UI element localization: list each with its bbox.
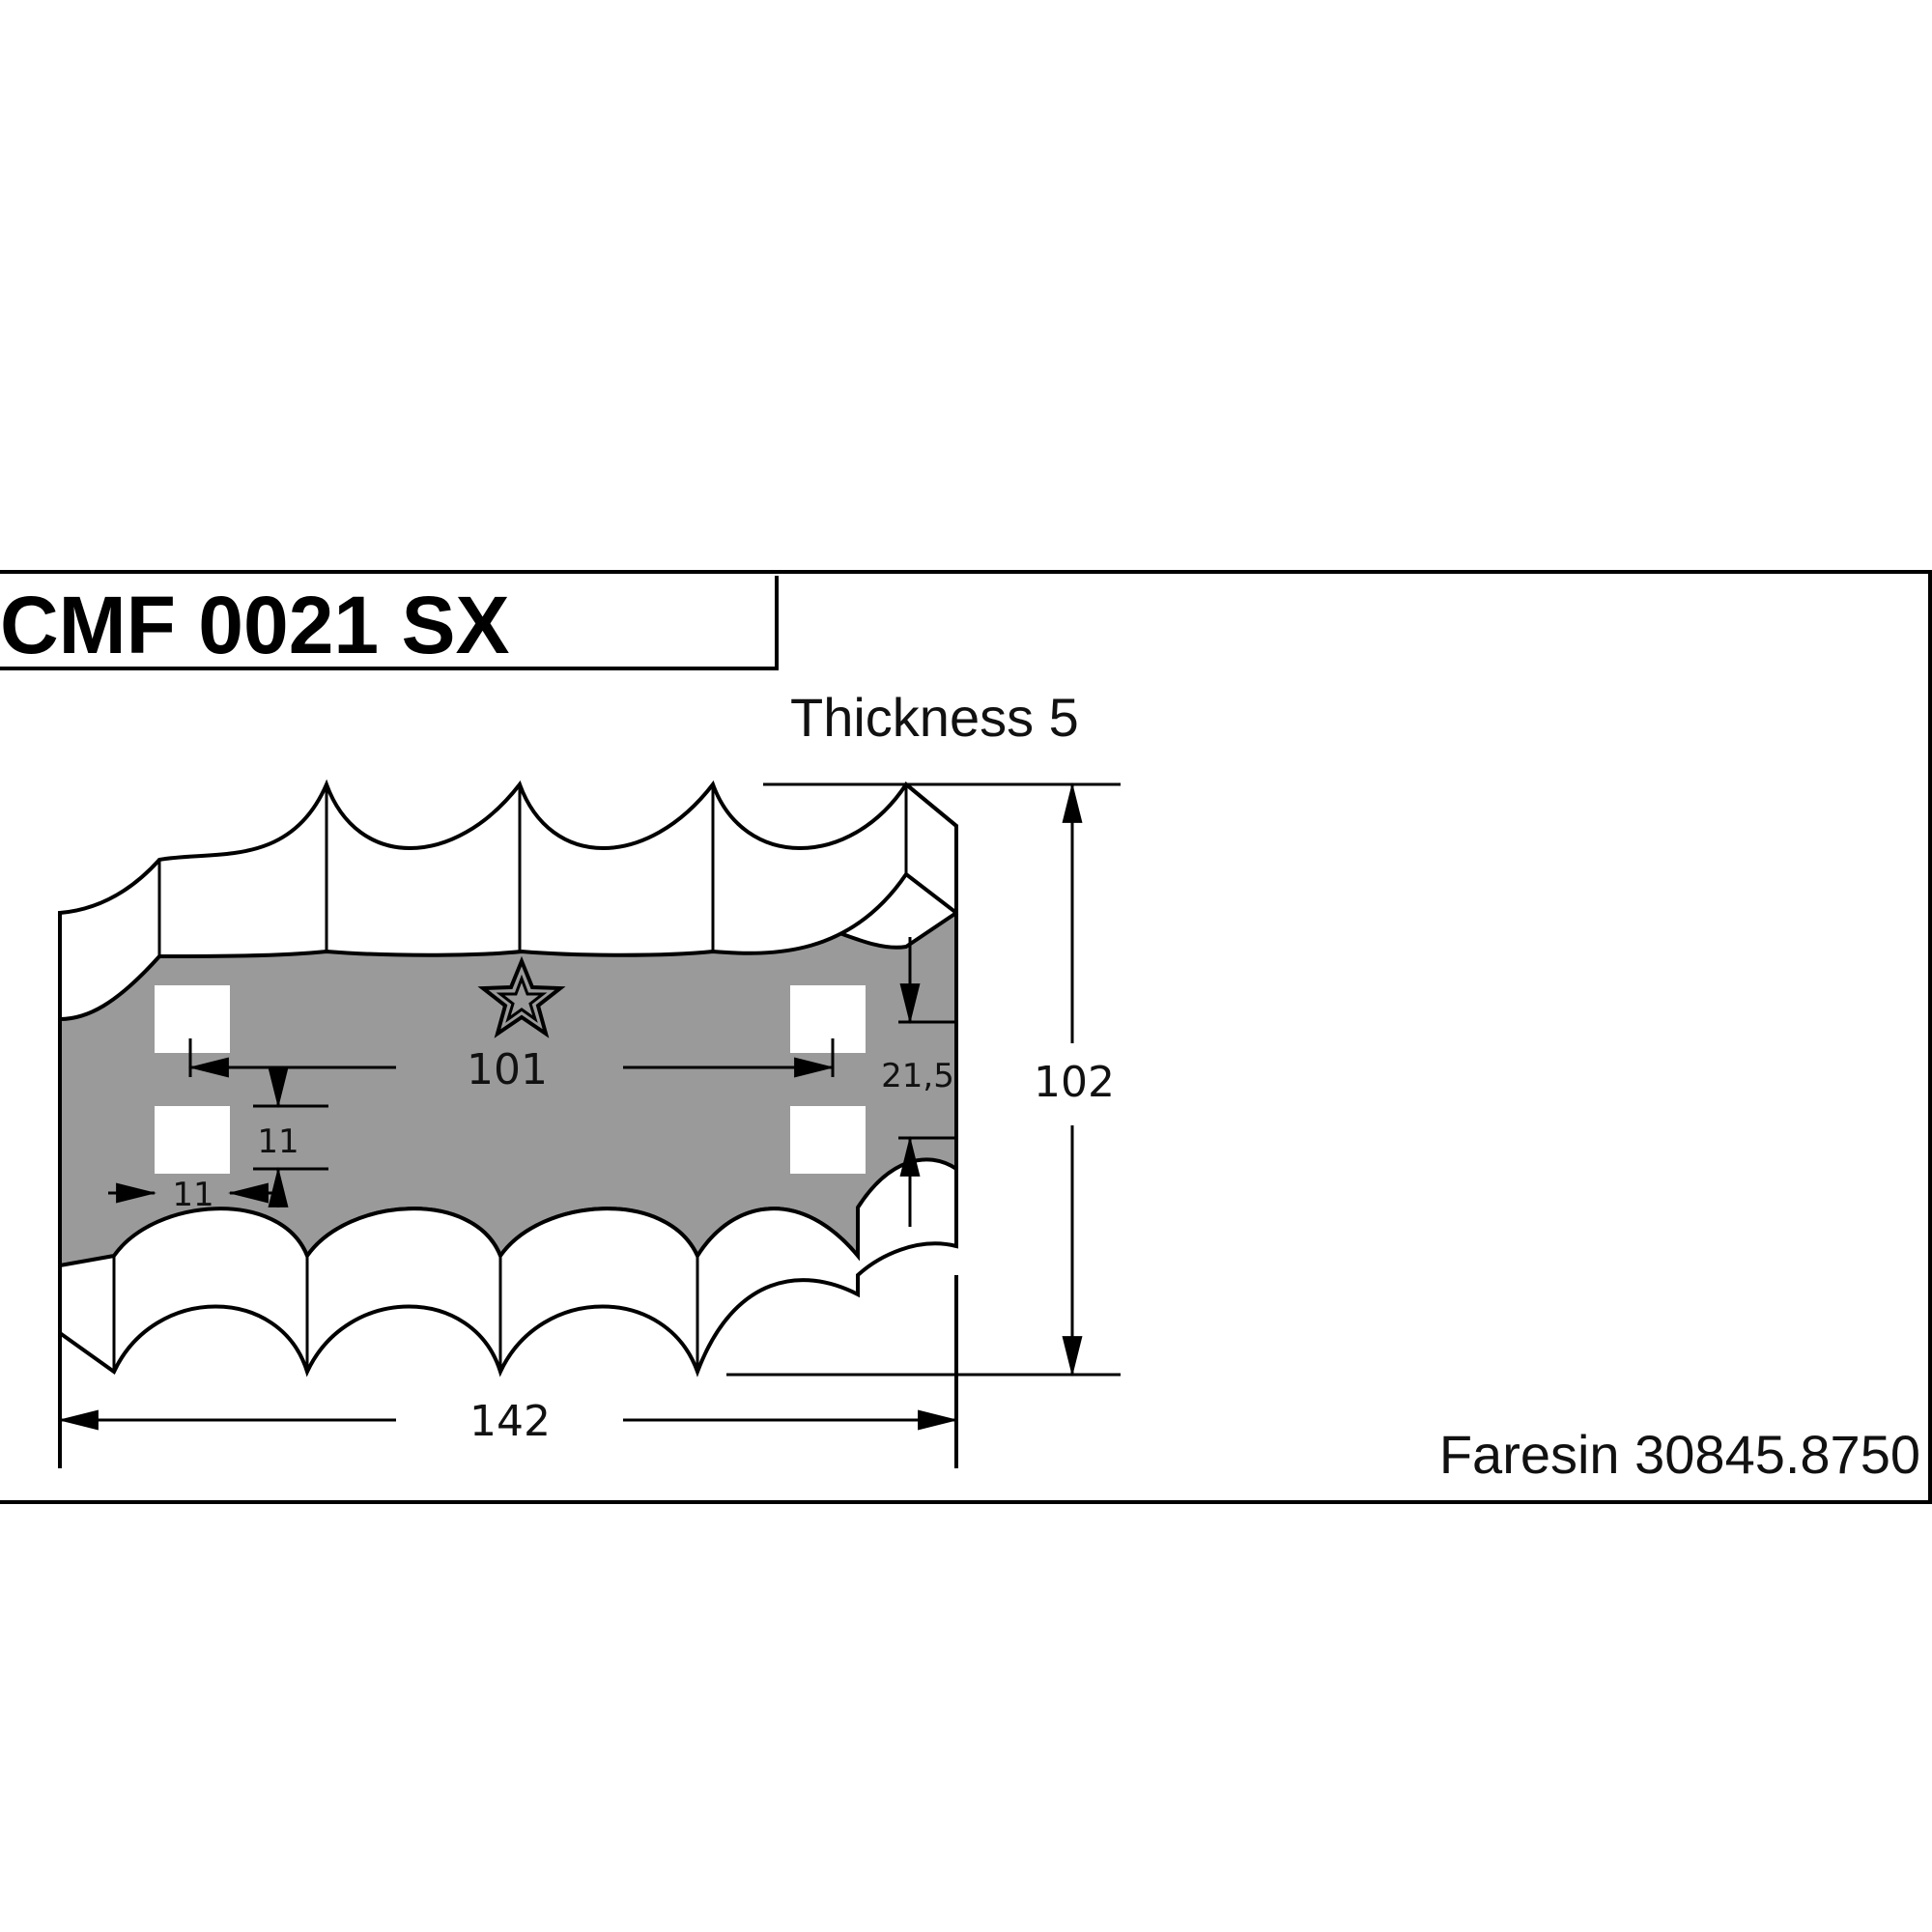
top-cutting-edge <box>58 779 958 1022</box>
dimension-inner-offset: 21,5 <box>881 937 956 1227</box>
bottom-cutting-edge <box>58 1157 958 1378</box>
svg-text:102: 102 <box>1034 1058 1115 1107</box>
mounting-hole <box>790 985 866 1053</box>
dimension-overall-height: 102 <box>726 781 1121 1378</box>
dimension-overall-width: 142 <box>57 1397 959 1446</box>
svg-text:142: 142 <box>469 1397 551 1446</box>
thickness-label: Thickness 5 <box>790 687 1079 748</box>
svg-text:21,5: 21,5 <box>881 1057 954 1095</box>
drawing-frame <box>0 570 1932 1504</box>
mounting-hole <box>790 1106 866 1174</box>
part-code-title: CMF 0021 SX <box>0 580 510 670</box>
star-emblem-icon <box>477 955 566 1038</box>
svg-text:11: 11 <box>257 1122 298 1161</box>
mounting-hole <box>155 985 230 1053</box>
reference-label: Faresin 30845.8750 <box>1439 1424 1920 1485</box>
dimension-hole-size-vertical: 11 <box>253 1067 328 1208</box>
svg-text:101: 101 <box>467 1045 548 1094</box>
svg-text:11: 11 <box>172 1176 213 1214</box>
mounting-hole <box>155 1106 230 1174</box>
dimension-hole-spacing: 101 <box>187 1038 836 1094</box>
blade-shape <box>58 779 958 1468</box>
dimension-hole-size-horizontal: 11 <box>108 1176 275 1214</box>
